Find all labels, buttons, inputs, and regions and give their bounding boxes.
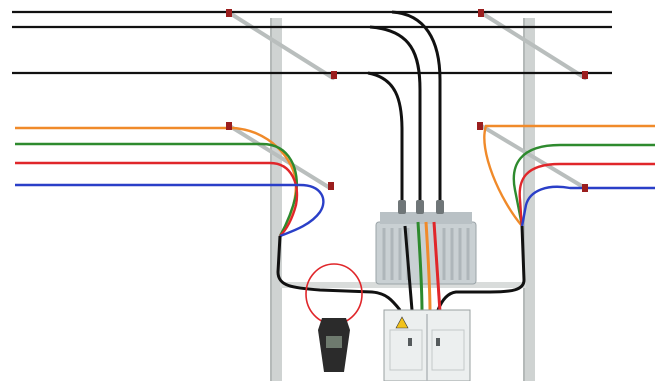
insulator-icon (478, 9, 484, 17)
transformer-platform (280, 282, 526, 288)
utility-pole-icon (270, 18, 282, 381)
crossarms (226, 10, 587, 190)
pole-left (270, 18, 282, 381)
secondary-leads (416, 221, 442, 313)
lv-red-right (518, 162, 655, 227)
transformer-bushings (398, 200, 444, 214)
high-voltage-lines (12, 10, 612, 75)
crossarm-upper-left (226, 10, 335, 80)
insulator-icon (328, 182, 334, 190)
insulator-icon (477, 122, 483, 130)
insulator-icon (331, 71, 337, 79)
clamp-meter (305, 263, 363, 372)
lv-orange-right (483, 124, 655, 227)
hv-drop-2 (369, 25, 422, 205)
crossarm-upper-right (478, 10, 587, 80)
distribution-cabinet (383, 309, 471, 381)
low-voltage-lines-right (483, 124, 655, 227)
high-voltage-warning-icon (395, 316, 409, 329)
insulator-icon (226, 9, 232, 17)
hv-drop-3 (367, 71, 404, 205)
lv-blue-left (15, 183, 325, 238)
hv-drop-leads (367, 10, 442, 205)
crossarm-lower-right (478, 123, 587, 190)
insulator-icon (582, 184, 588, 192)
insulators (226, 9, 588, 192)
transformer-to-cabinet-black (403, 225, 414, 311)
insulator-icon (226, 122, 232, 130)
neutral-conductor-right (436, 225, 526, 311)
insulator-icon (582, 71, 588, 79)
lv-red-left (15, 161, 299, 237)
neutral-conductor (276, 235, 402, 311)
lv-blue-right (520, 185, 655, 227)
hv-drop-1 (391, 10, 442, 205)
low-voltage-lines-left (15, 126, 325, 238)
crossarm-lower-left (226, 123, 332, 190)
